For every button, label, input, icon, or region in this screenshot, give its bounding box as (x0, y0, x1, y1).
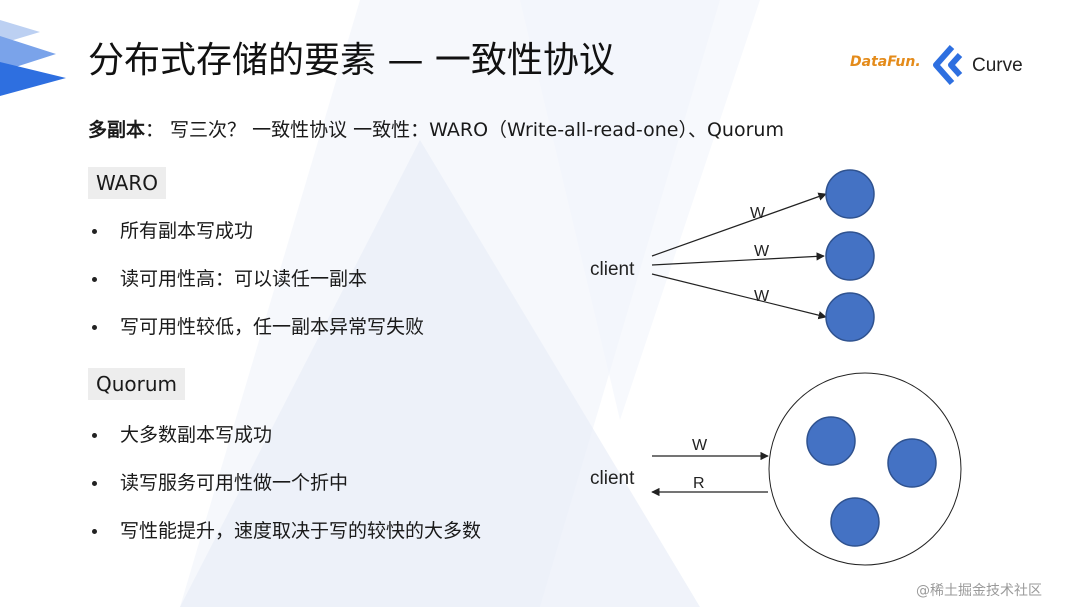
waro-edge-label-2: W (754, 243, 770, 260)
quorum-write-label: W (692, 437, 708, 454)
curve-logo-icon (933, 45, 963, 85)
waro-write-arrow-2 (651, 252, 825, 266)
quorum-diagram: client W R (590, 372, 962, 566)
waro-replica-node-1 (825, 169, 875, 219)
waro-replica-node-3 (825, 292, 875, 342)
quorum-replica-node-3 (830, 497, 880, 547)
slide-title: 分布式存储的要素 — 一致性协议 (88, 40, 615, 81)
bullet-dot (92, 229, 97, 234)
quorum-tag: Quorum (88, 368, 186, 400)
datafun-logo: DataFun. (850, 54, 921, 70)
bullet-text: 读写服务可用性做一个折中 (120, 472, 349, 494)
quorum-replica-node-2 (887, 438, 937, 488)
quorum-bullet-list: 大多数副本写成功 读写服务可用性做一个折中 写性能提升，速度取决于写的较快的大多… (92, 422, 481, 566)
waro-client-label: client (590, 259, 635, 280)
bullet-text: 所有副本写成功 (120, 220, 254, 242)
quorum-client-label: client (590, 468, 635, 489)
bullet-text: 写可用性较低，任一副本异常写失败 (120, 316, 425, 338)
waro-bullet-1: 所有副本写成功 (92, 218, 424, 266)
quorum-bullet-2: 读写服务可用性做一个折中 (92, 470, 481, 518)
waro-bullet-list: 所有副本写成功 读可用性高：可以读任一副本 写可用性较低，任一副本异常写失败 (92, 218, 424, 362)
bullet-text: 写性能提升，速度取决于写的较快的大多数 (120, 520, 482, 542)
bullet-dot (92, 325, 97, 330)
quorum-bullet-3: 写性能提升，速度取决于写的较快的大多数 (92, 518, 481, 566)
waro-tag: WARO (88, 167, 167, 199)
waro-bullet-3: 写可用性较低，任一副本异常写失败 (92, 314, 424, 362)
waro-edge-label-1: W (750, 205, 766, 222)
bullet-dot (92, 433, 97, 438)
quorum-bullet-1: 大多数副本写成功 (92, 422, 481, 470)
waro-diagram: client W W W (590, 169, 875, 342)
waro-replica-node-2 (825, 231, 875, 281)
waro-edge-label-3: W (754, 288, 770, 305)
bullet-text: 大多数副本写成功 (120, 424, 273, 446)
quorum-replica-node-1 (806, 416, 856, 466)
slide-arrow-logo (0, 20, 66, 96)
quorum-read-label: R (693, 475, 705, 492)
waro-write-arrow-1 (651, 192, 827, 257)
bullet-dot (92, 481, 97, 486)
subtitle-text: ： 写三次？ 一致性协议 一致性：WARO（Write-all-read-one… (145, 119, 784, 141)
waro-write-arrow-3 (651, 273, 827, 320)
subtitle-line: 多副本： 写三次？ 一致性协议 一致性：WARO（Write-all-read-… (88, 117, 784, 143)
curve-logo-text: Curve (972, 55, 1023, 76)
watermark: @稀土掘金技术社区 (916, 583, 1042, 599)
subtitle-label: 多副本 (88, 119, 146, 141)
bullet-text: 读可用性高：可以读任一副本 (120, 268, 368, 290)
waro-bullet-2: 读可用性高：可以读任一副本 (92, 266, 424, 314)
bullet-dot (92, 529, 97, 534)
bullet-dot (92, 277, 97, 282)
